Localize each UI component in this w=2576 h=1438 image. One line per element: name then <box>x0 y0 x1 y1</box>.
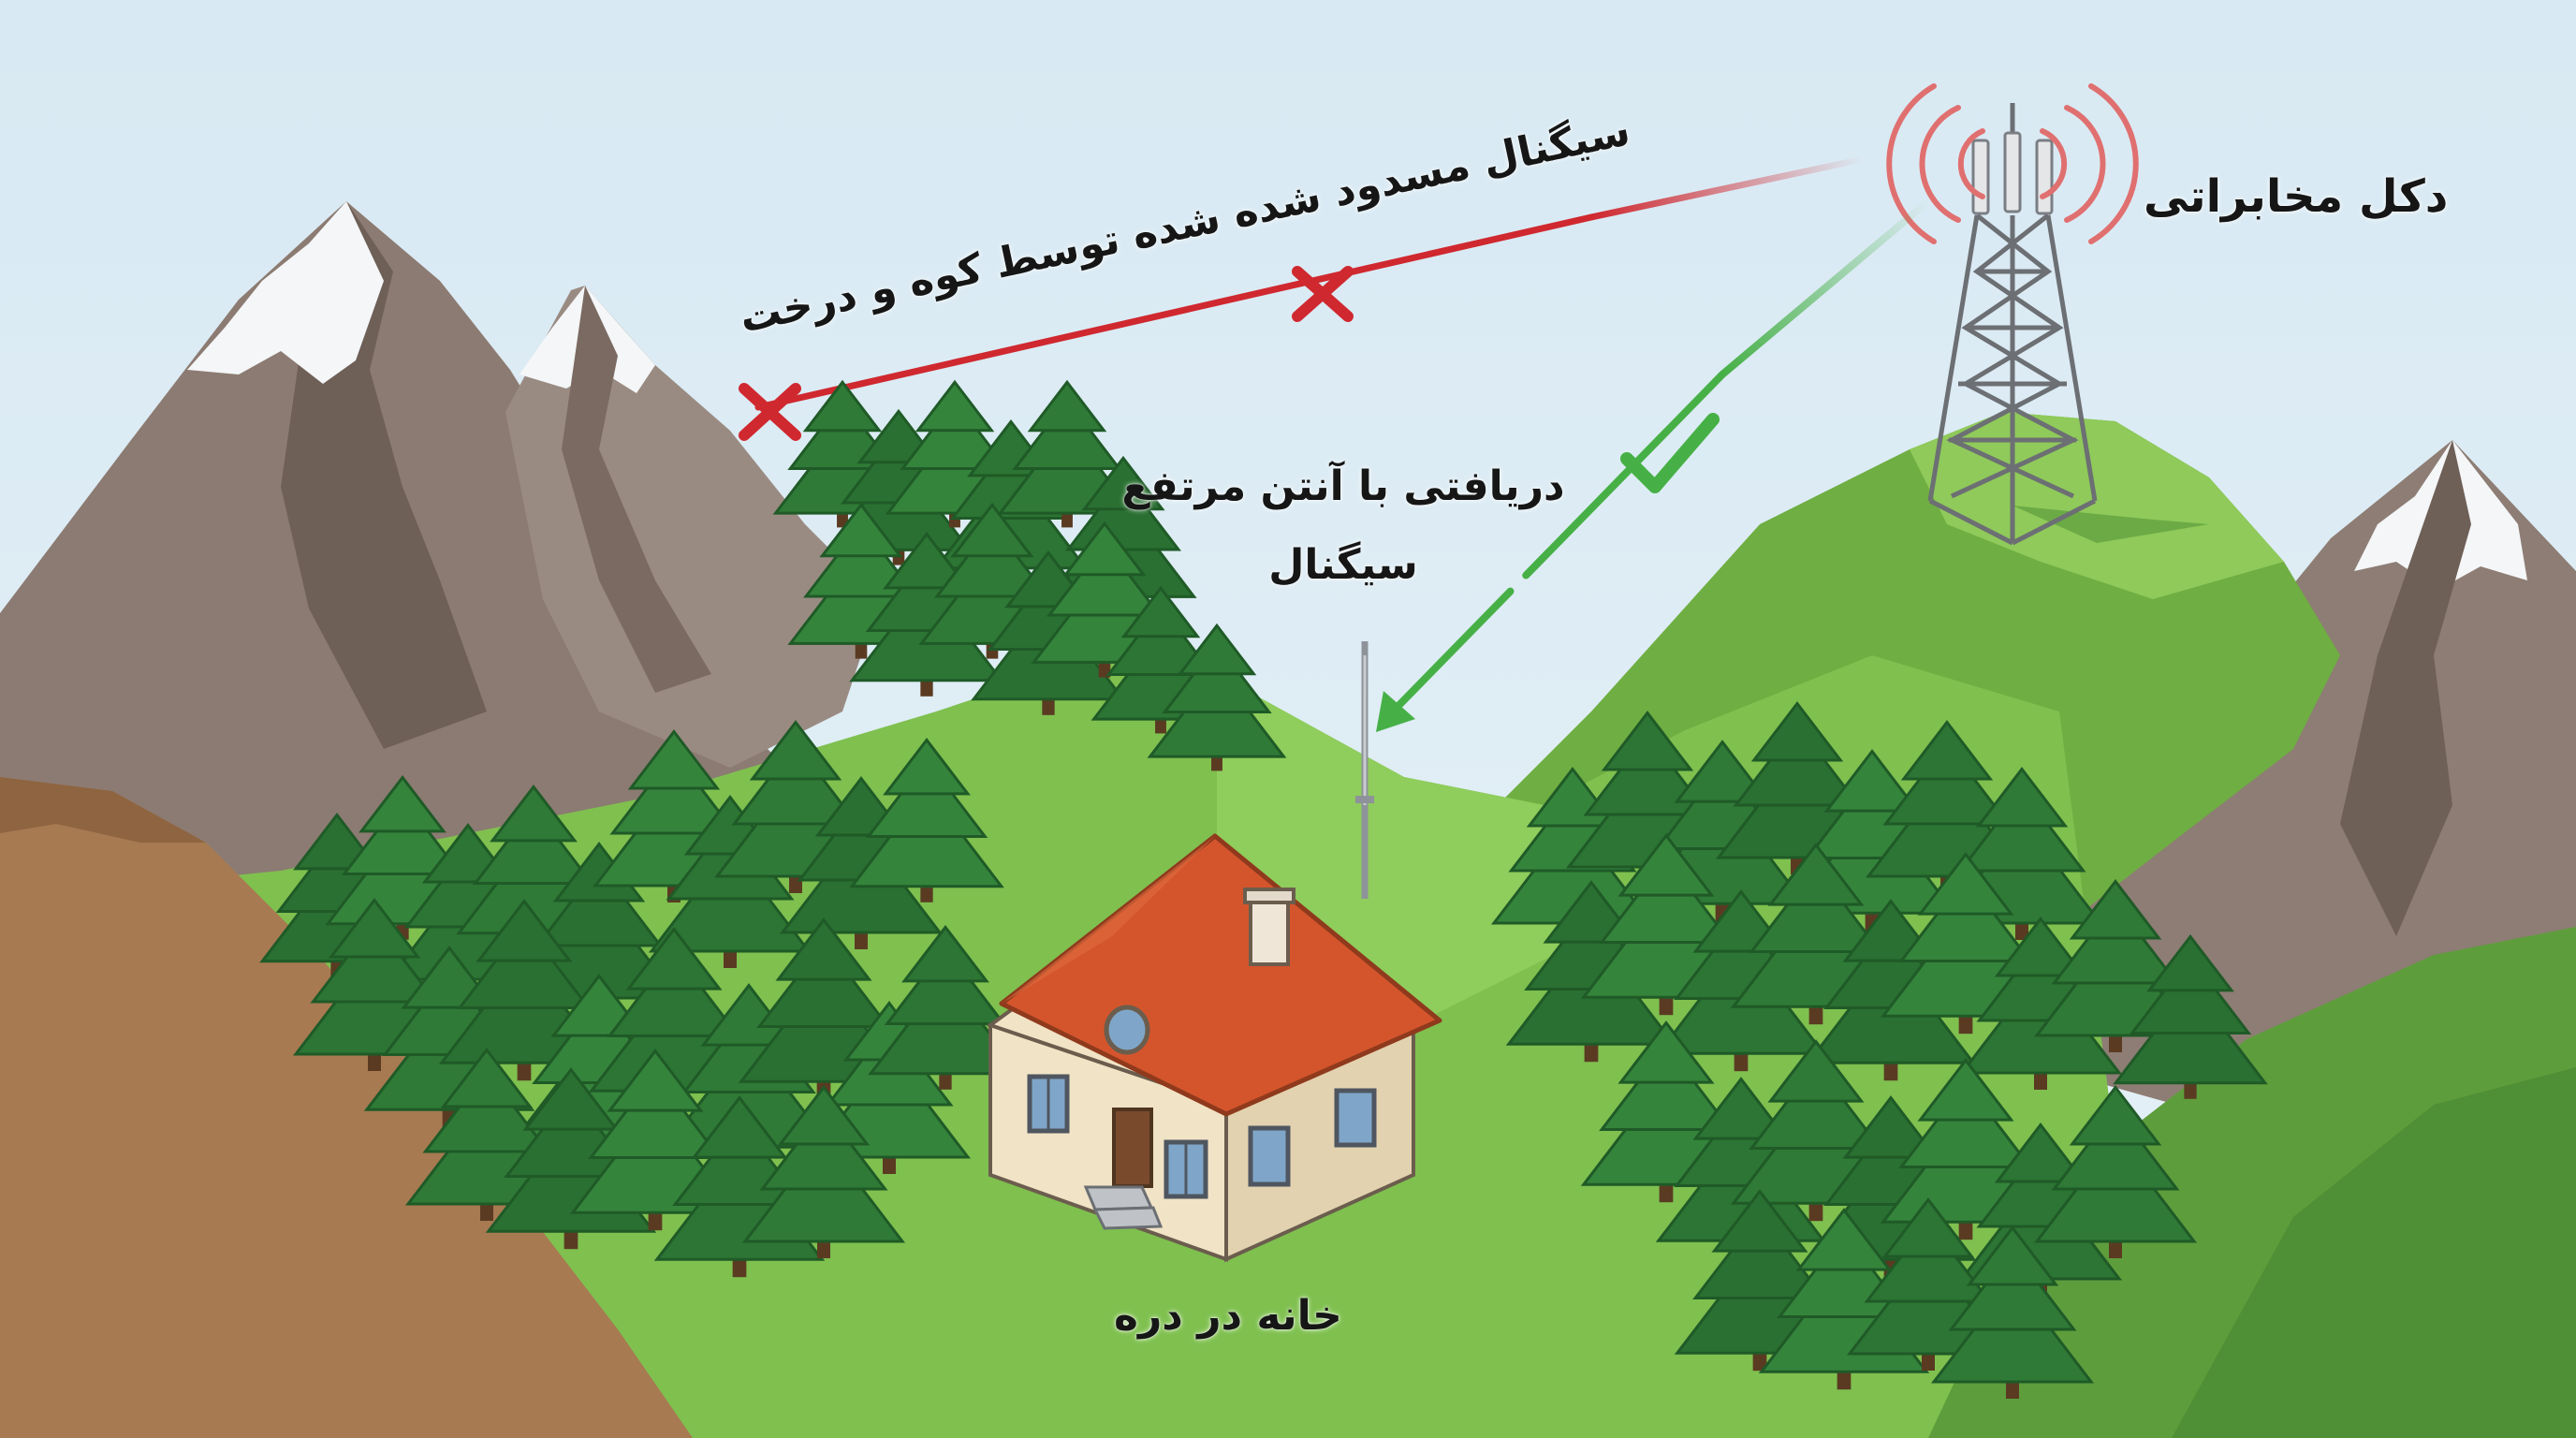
telecom-tower-drawing <box>1927 103 2098 546</box>
tree-icon <box>1930 1225 2095 1399</box>
received-signal-label-line1: دریافتی با آنتن مرتفع <box>1121 462 1565 510</box>
good-signal-fade <box>1719 198 1932 378</box>
good-signal-arrowhead <box>1376 691 1415 732</box>
house-drawing <box>986 833 1442 1263</box>
signal-waves <box>1886 83 2139 244</box>
blocked-signal-line <box>754 213 1595 411</box>
tree-icon <box>868 924 1023 1090</box>
tree-icon <box>741 1085 906 1258</box>
check-mark-icon <box>1620 413 1720 493</box>
received-signal-label-line2: سیگنال <box>1268 541 1418 589</box>
antenna-mast <box>1355 641 1374 899</box>
forest-right <box>1490 701 2268 1399</box>
x-mark-icon <box>1292 266 1354 322</box>
house-label: خانه در دره <box>1114 1292 1342 1340</box>
forest-back <box>772 379 1287 771</box>
tree-icon <box>2033 1085 2198 1258</box>
forest-left <box>259 720 1023 1278</box>
tower-antenna-panels <box>1971 131 2054 215</box>
left-soil-slope <box>0 777 693 1438</box>
blocked-signal-fade <box>1588 155 1866 221</box>
received-signal-label: دریافتی با آنتن مرتفع سیگنال <box>1119 448 1568 605</box>
left-mountain-range <box>0 201 880 936</box>
good-signal-line <box>1389 371 1726 715</box>
tree-icon <box>1147 623 1287 771</box>
tree-icon <box>849 737 1004 902</box>
tower-label: دکل مخابراتی <box>2144 170 2449 223</box>
tree-icon <box>2113 933 2268 1099</box>
x-mark-icon <box>739 383 801 441</box>
tree-icon <box>404 1048 569 1221</box>
